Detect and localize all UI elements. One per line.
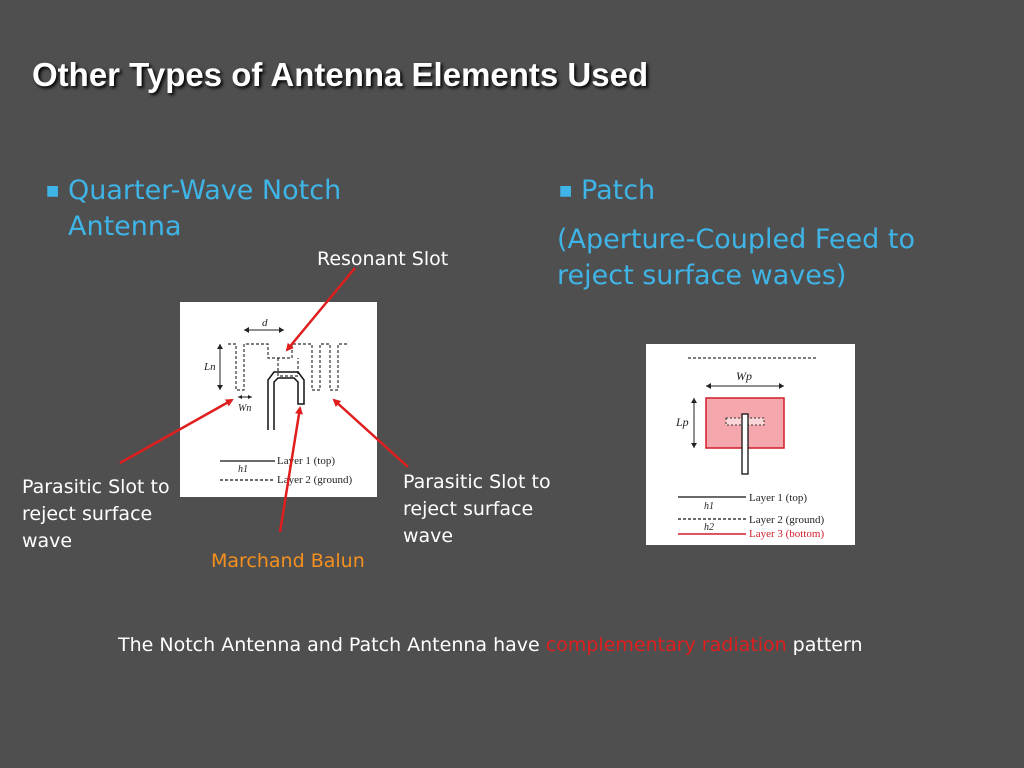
legend-layer1: Layer 1 (top) — [749, 492, 807, 504]
arrowhead — [779, 383, 784, 389]
patch-subtitle-line1: (Aperture-Coupled Feed to — [557, 224, 915, 255]
label-parasitic-left-line1: Parasitic Slot to — [22, 476, 170, 498]
bullet-marker: ■ — [46, 183, 60, 199]
footer-text-after: pattern — [786, 634, 863, 656]
legend-layer2: Layer 2 (ground) — [277, 474, 352, 486]
arrowhead — [248, 395, 252, 399]
label-ln: Ln — [203, 361, 216, 373]
label-parasitic-left-line3: wave — [22, 530, 73, 552]
arrowhead — [691, 398, 697, 403]
arrowhead — [238, 395, 242, 399]
label-wn: Wn — [238, 403, 251, 414]
label-parasitic-slot-right: Parasitic Slot to reject surface wave — [403, 469, 551, 550]
feed-line — [741, 413, 749, 475]
label-h1: h1 — [704, 501, 714, 512]
resonant-slot-outline — [277, 358, 299, 377]
legend-layer3: Layer 3 (bottom) — [749, 528, 824, 540]
footer-highlight: complementary radiation — [545, 634, 787, 656]
label-parasitic-left-line2: reject surface — [22, 503, 153, 525]
footer-text-before: The Notch Antenna and Patch Antenna have — [118, 634, 546, 656]
marchand-balun-feed — [267, 371, 305, 430]
arrowhead — [217, 385, 223, 390]
footer-note: The Notch Antenna and Patch Antenna have… — [118, 634, 863, 656]
arrowhead — [691, 443, 697, 448]
label-wp: Wp — [736, 369, 752, 383]
legend-layer2: Layer 2 (ground) — [749, 514, 824, 526]
label-parasitic-slot-left: Parasitic Slot to reject surface wave — [22, 474, 170, 555]
label-marchand-balun: Marchand Balun — [211, 550, 365, 572]
patch-subtitle-line2: reject surface waves) — [557, 260, 847, 291]
arrowhead — [279, 327, 284, 333]
bullet-notch-line1: Quarter-Wave Notch — [68, 175, 342, 206]
legend-layer1: Layer 1 (top) — [277, 455, 335, 467]
ground-slot-outline — [228, 343, 348, 391]
label-lp: Lp — [675, 415, 689, 429]
bullet-notch-line2: Antenna — [68, 211, 182, 242]
arrowhead — [706, 383, 711, 389]
slide-title: Other Types of Antenna Elements Used — [32, 56, 649, 93]
arrowhead — [217, 344, 223, 349]
notch-antenna-diagram: d Ln Wn Layer 1 (top) h1 Layer 2 (ground… — [180, 302, 377, 497]
arrowhead — [244, 327, 249, 333]
patch-subtitle: (Aperture-Coupled Feed to reject surface… — [557, 222, 915, 294]
bullet-notch-antenna: ■ Quarter-Wave Notch Antenna — [46, 173, 342, 245]
label-parasitic-right-line1: Parasitic Slot to — [403, 471, 551, 493]
notch-antenna-svg: d Ln Wn Layer 1 (top) h1 Layer 2 (ground… — [203, 317, 352, 486]
patch-antenna-diagram: Wp Lp Layer 1 (top) h1 Layer 2 (ground) … — [646, 344, 855, 545]
label-resonant-slot: Resonant Slot — [317, 248, 449, 270]
bullet-marker: ■ — [559, 183, 573, 199]
patch-antenna-svg: Wp Lp Layer 1 (top) h1 Layer 2 (ground) … — [675, 357, 824, 540]
label-h1: h1 — [238, 464, 248, 475]
label-parasitic-right-line2: reject surface — [403, 498, 534, 520]
label-d: d — [262, 317, 268, 329]
label-h2: h2 — [704, 522, 714, 533]
bullet-patch: ■ Patch — [559, 173, 656, 209]
bullet-patch-line1: Patch — [581, 175, 656, 206]
label-parasitic-right-line3: wave — [403, 525, 454, 547]
